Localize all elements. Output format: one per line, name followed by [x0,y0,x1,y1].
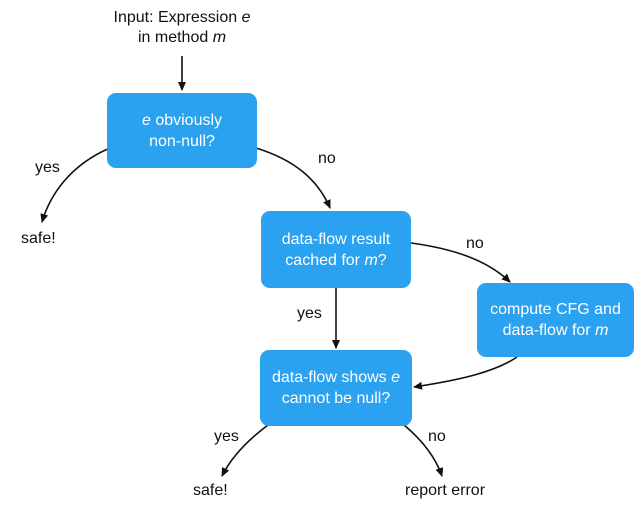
node-cached-line2-prefix: cached for [285,251,365,269]
node-cached: data-flow result cached for m? [261,211,411,288]
node-compute-line1: compute CFG and [490,301,621,318]
node-shows-nonnull: data-flow shows e cannot be null? [260,350,412,426]
input-line1-var: e [241,9,251,26]
input-line1-prefix: Input: Expression [113,9,242,26]
edge-label-no-cached: no [466,235,484,252]
arrow-obviously-no-to-cached [255,147,331,209]
node-compute-var: m [595,322,609,339]
node-compute-line2-prefix: data-flow for [502,322,596,339]
node-obviously-line1: obviously [150,111,223,129]
node-cached-var: m [364,251,378,269]
edge-label-yes-cached: yes [297,305,322,322]
node-cached-line1: data-flow result [281,230,391,248]
terminal-safe-top: safe! [21,230,56,247]
arrow-shows-no-to-report [403,424,444,477]
node-shows-line1-prefix: data-flow shows [271,369,392,386]
arrow-cached-no-to-compute [410,242,511,283]
node-shows-var: e [391,369,401,386]
edge-label-no-obviously: no [318,150,336,167]
arrow-shows-yes-to-safe [221,424,269,477]
arrow-compute-to-shows [413,356,518,390]
input-line2-prefix: in method [137,29,213,46]
edge-label-yes-shows: yes [214,428,239,445]
node-obviously-nonnull: e obviously non-null? [107,93,257,168]
edge-label-yes-obviously: yes [35,159,60,176]
input-label: Input: Expression e in method m [92,8,272,48]
node-compute: compute CFG and data-flow for m [477,283,634,357]
edge-label-no-shows: no [428,428,446,445]
terminal-report-error: report error [405,482,486,499]
node-obviously-line2: non-null? [149,132,215,150]
node-shows-line2: cannot be null? [281,390,391,407]
node-obviously-var: e [141,111,151,129]
input-line2-var: m [212,29,227,46]
node-cached-line2-suffix: ? [377,251,387,269]
arrow-obviously-yes-to-safe [40,147,111,223]
terminal-safe-bottom: safe! [193,482,228,499]
